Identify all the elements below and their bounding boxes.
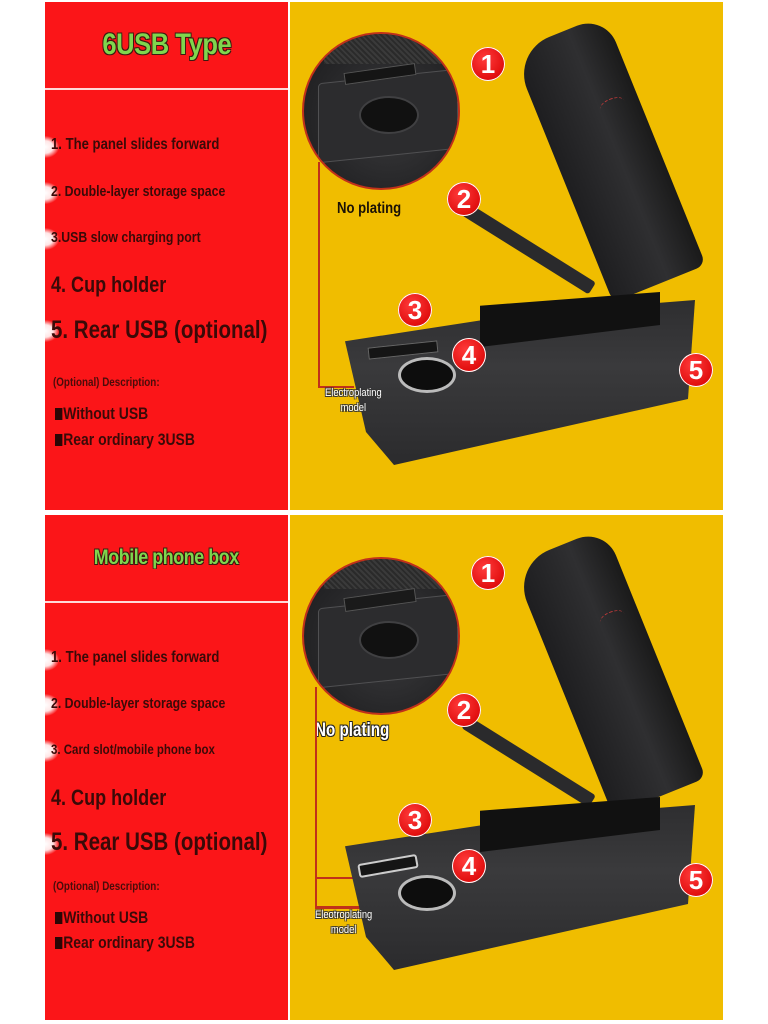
bullet-icon bbox=[55, 912, 63, 924]
feature-item: 1. The panel slides forward bbox=[51, 136, 220, 153]
bullet-icon bbox=[55, 434, 63, 446]
callout-badge-3: 3 bbox=[398, 293, 432, 327]
panel-title: 6USB Type bbox=[102, 28, 231, 61]
inset-caption: No plating bbox=[315, 720, 390, 741]
callout-badge-5: 5 bbox=[679, 353, 713, 387]
cup-holder bbox=[398, 875, 456, 911]
option-item: Rear ordinary 3USB bbox=[55, 933, 195, 953]
product-image: No plating Electroplating model 1 2 3 4 … bbox=[290, 2, 723, 510]
decorative-notch bbox=[45, 136, 59, 158]
leader-line bbox=[318, 162, 320, 387]
callout-badge-4: 4 bbox=[452, 849, 486, 883]
optional-description-label: (Optional) Description: bbox=[53, 879, 160, 893]
feature-item: 4. Cup holder bbox=[51, 785, 167, 810]
callout-badge-1: 1 bbox=[471, 556, 505, 590]
detail-inset-image bbox=[302, 557, 460, 715]
feature-item: 3.USB slow charging port bbox=[51, 229, 201, 246]
inner-tray-lid bbox=[461, 716, 596, 808]
leader-line bbox=[315, 906, 380, 909]
inset-caption: No plating bbox=[337, 200, 402, 217]
feature-item: 3. Card slot/mobile phone box bbox=[51, 741, 215, 757]
feature-item: 5. Rear USB (optional) bbox=[51, 316, 268, 344]
decorative-notch bbox=[45, 228, 59, 250]
cup-holder bbox=[359, 96, 419, 134]
product-panel-mobile-phone-box: Mobile phone box 1. The panel slides for… bbox=[45, 515, 723, 1020]
feature-item: 4. Cup holder bbox=[51, 272, 167, 297]
panel-title: Mobile phone box bbox=[94, 546, 239, 569]
leader-line bbox=[318, 386, 354, 388]
callout-badge-1: 1 bbox=[471, 47, 505, 81]
decorative-notch bbox=[45, 740, 59, 762]
callout-badge-2: 2 bbox=[447, 182, 481, 216]
detail-inset-image bbox=[302, 32, 460, 190]
callout-badge-2: 2 bbox=[447, 693, 481, 727]
option-item: Without USB bbox=[55, 404, 148, 424]
decorative-notch bbox=[45, 320, 59, 342]
electroplating-caption: Eleotroplating model bbox=[315, 909, 373, 936]
option-item: Rear ordinary 3USB bbox=[55, 430, 195, 450]
feature-item: 2. Double-layer storage space bbox=[51, 183, 226, 200]
cup-holder bbox=[359, 621, 419, 659]
feature-column: Mobile phone box 1. The panel slides for… bbox=[45, 515, 288, 1020]
cup-holder bbox=[398, 357, 456, 393]
bullet-icon bbox=[55, 408, 63, 420]
decorative-notch bbox=[45, 182, 59, 204]
feature-item: 1. The panel slides forward bbox=[51, 649, 220, 666]
title-banner: Mobile phone box bbox=[45, 515, 288, 603]
product-image: No plating Eleotroplating model 1 2 3 4 … bbox=[290, 515, 723, 1020]
leader-line bbox=[315, 687, 317, 907]
feature-column: 6USB Type 1. The panel slides forward 2.… bbox=[45, 2, 288, 510]
callout-badge-5: 5 bbox=[679, 863, 713, 897]
option-item: Without USB bbox=[55, 908, 148, 928]
product-panel-6usb: 6USB Type 1. The panel slides forward 2.… bbox=[45, 2, 723, 510]
inner-tray-lid bbox=[461, 203, 596, 295]
callout-badge-4: 4 bbox=[452, 338, 486, 372]
decorative-notch bbox=[45, 694, 59, 716]
feature-item: 5. Rear USB (optional) bbox=[51, 828, 268, 856]
optional-description-label: (Optional) Description: bbox=[53, 375, 160, 389]
decorative-notch bbox=[45, 649, 59, 671]
feature-item: 2. Double-layer storage space bbox=[51, 695, 226, 712]
leader-line bbox=[315, 877, 360, 879]
title-banner: 6USB Type bbox=[45, 2, 288, 90]
decorative-notch bbox=[45, 833, 59, 855]
bullet-icon bbox=[55, 937, 63, 949]
callout-badge-3: 3 bbox=[398, 803, 432, 837]
electroplating-caption: Electroplating model bbox=[324, 387, 382, 414]
